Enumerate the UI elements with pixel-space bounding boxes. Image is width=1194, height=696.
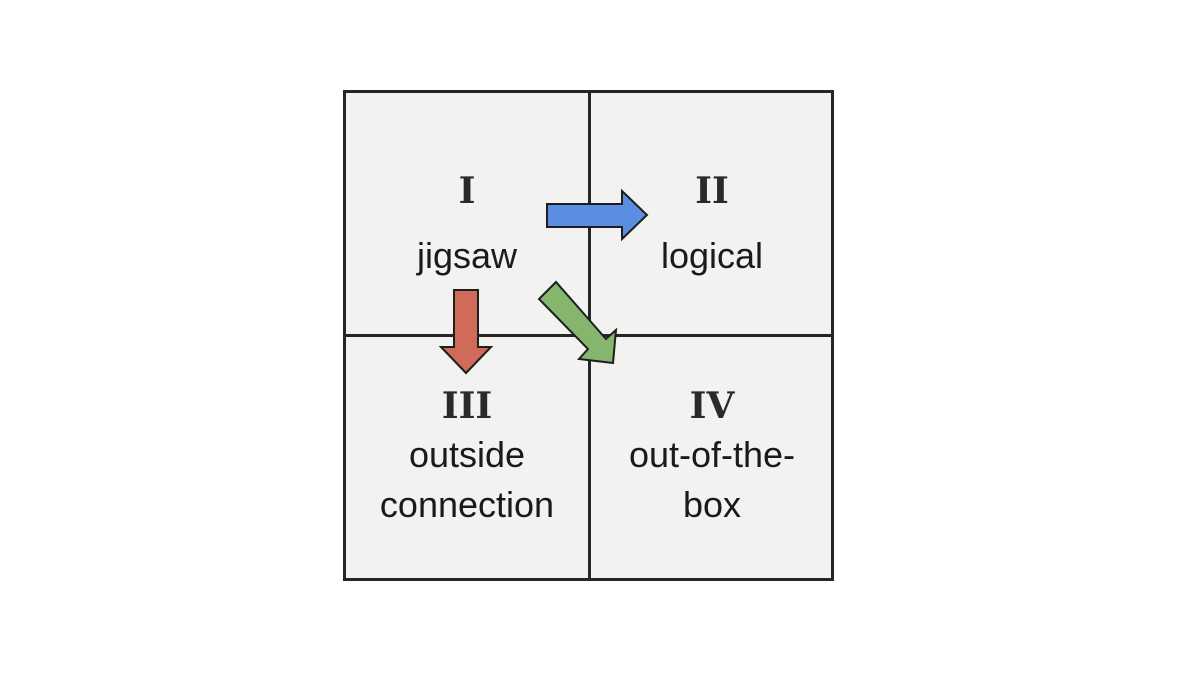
- quadrant-ii-numeral: II: [695, 170, 729, 212]
- quadrant-i-label: jigsaw: [416, 235, 518, 276]
- quadrant-iv-numeral: IV: [689, 385, 735, 427]
- quadrant-i-numeral: I: [458, 170, 476, 212]
- quadrant-ii: II logical: [591, 173, 833, 281]
- quadrant-ii-label: logical: [660, 235, 764, 276]
- quadrant-iv-label-line1: out-of-the-: [628, 434, 796, 475]
- quadrant-i: I jigsaw: [346, 173, 588, 281]
- horizontal-divider: [346, 334, 831, 337]
- quadrant-iv-label-line2: box: [682, 484, 742, 525]
- quadrant-iii: III outside connection: [346, 388, 588, 530]
- quadrant-grid: I jigsaw II logical III outside connecti…: [343, 90, 834, 581]
- quadrant-iii-label-line1: outside: [408, 434, 526, 475]
- quadrant-iii-label-line2: connection: [379, 484, 555, 525]
- quadrant-iv: IV out-of-the- box: [591, 388, 833, 530]
- quadrant-iii-numeral: III: [441, 385, 493, 427]
